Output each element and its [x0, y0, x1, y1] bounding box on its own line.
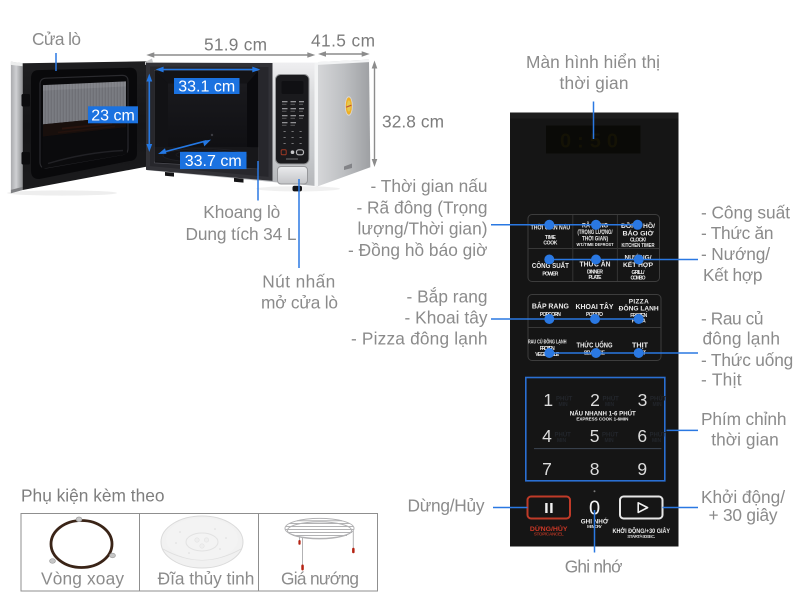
svg-text:41.5 cm: 41.5 cm [311, 30, 375, 50]
svg-text:PHÚT: PHÚT [556, 396, 573, 403]
svg-text:Kết hợp: Kết hợp [703, 265, 763, 285]
svg-text:4: 4 [542, 426, 552, 446]
svg-text:Nút nhấn: Nút nhấn [262, 272, 335, 292]
svg-text:EXPRESS COOK 1-6MIN: EXPRESS COOK 1-6MIN [576, 417, 629, 422]
svg-text:ĐÔNG LẠNH: ĐÔNG LẠNH [619, 304, 659, 313]
svg-text:đông lạnh: đông lạnh [703, 329, 781, 349]
svg-text:PHÚT: PHÚT [650, 396, 667, 403]
svg-text:PHÚT: PHÚT [603, 396, 620, 403]
svg-text:CLOCK/: CLOCK/ [630, 238, 647, 244]
svg-text:STOP/CANCEL: STOP/CANCEL [534, 532, 564, 537]
svg-text:WT./TIME DEFROST: WT./TIME DEFROST [577, 242, 614, 247]
svg-text:MIN: MIN [653, 402, 663, 408]
svg-text:thời gian: thời gian [711, 429, 779, 449]
svg-text:- Công suất: - Công suất [701, 203, 790, 223]
svg-text:PHÚT: PHÚT [602, 431, 619, 438]
svg-text:Dừng/Hủy: Dừng/Hủy [408, 496, 485, 516]
svg-text:32.8 cm: 32.8 cm [382, 112, 444, 132]
svg-text:- Thức ăn: - Thức ăn [701, 223, 774, 243]
svg-text:KHOAI TÂY: KHOAI TÂY [576, 302, 614, 311]
svg-text:- Thịt: - Thịt [701, 369, 742, 389]
svg-text:THỜI GIAN): THỜI GIAN) [582, 235, 608, 243]
svg-text:RAU CỦ ĐÔNG LẠNH: RAU CỦ ĐÔNG LẠNH [528, 338, 567, 346]
svg-text:2: 2 [590, 390, 600, 410]
svg-text:PHÚT: PHÚT [650, 431, 667, 438]
svg-text:- Khoai tây: - Khoai tây [405, 307, 488, 327]
svg-text:Cửa lò: Cửa lò [32, 29, 81, 49]
svg-text:- Nướng/: - Nướng/ [701, 244, 770, 264]
svg-text:Khoang lò: Khoang lò [203, 202, 280, 222]
svg-text:- Pizza đông lạnh: - Pizza đông lạnh [351, 328, 488, 348]
svg-text:MIN: MIN [605, 438, 615, 444]
svg-text:KHỞI ĐỘNG/+30 GIÂY: KHỞI ĐỘNG/+30 GIÂY [613, 526, 671, 535]
svg-text:DINNER: DINNER [587, 270, 603, 276]
svg-text:33.1 cm: 33.1 cm [178, 79, 235, 96]
svg-text:mở cửa lò: mở cửa lò [261, 293, 338, 313]
svg-text:6: 6 [637, 426, 647, 446]
svg-text:- Thời gian nấu: - Thời gian nấu [371, 176, 488, 196]
svg-text:+ 30 giây: + 30 giây [709, 505, 778, 525]
svg-text:- Rã đông (Trọng: - Rã đông (Trọng [357, 197, 488, 217]
svg-text:1: 1 [543, 390, 553, 410]
svg-text:Phụ kiện kèm theo: Phụ kiện kèm theo [21, 486, 165, 506]
svg-text:THỊT: THỊT [632, 343, 649, 350]
svg-text:5: 5 [590, 426, 600, 446]
svg-text:BÁO GIỜ: BÁO GIỜ [623, 229, 655, 238]
svg-text:MIN: MIN [605, 402, 615, 408]
svg-text:CÔNG SUẤT: CÔNG SUẤT [532, 260, 570, 270]
svg-text:lượng/Thời gian): lượng/Thời gian) [358, 219, 488, 239]
svg-text:BẮP RANG: BẮP RANG [532, 302, 570, 311]
svg-text:Ghi nhớ: Ghi nhớ [565, 557, 623, 577]
svg-text:- Thức uống: - Thức uống [701, 350, 793, 370]
svg-text:PLATE: PLATE [589, 275, 603, 281]
svg-text:MIN: MIN [557, 438, 567, 444]
svg-text:8: 8 [590, 459, 600, 479]
svg-text:(TRỌNG LƯỢNG/: (TRỌNG LƯỢNG/ [578, 230, 613, 236]
svg-text:33.7 cm: 33.7 cm [185, 153, 242, 170]
svg-text:Khởi động/: Khởi động/ [701, 487, 785, 507]
svg-text:MIN: MIN [652, 438, 662, 444]
svg-text:TIME: TIME [545, 235, 557, 241]
svg-text:Phím chỉnh: Phím chỉnh [701, 409, 787, 429]
svg-text:- Bắp rang: - Bắp rang [407, 287, 488, 307]
svg-text:Vòng xoay: Vòng xoay [41, 569, 124, 589]
svg-text:Dung tích 34 L: Dung tích 34 L [186, 224, 297, 244]
svg-text:Màn hình hiển thị: Màn hình hiển thị [526, 52, 660, 72]
svg-text:0:50: 0:50 [560, 131, 624, 153]
svg-text:THỨC UỐNG: THỨC UỐNG [577, 340, 613, 350]
svg-text:3: 3 [638, 390, 648, 410]
svg-text:START/+30SEC.: START/+30SEC. [627, 534, 655, 539]
svg-text:Giá nướng: Giá nướng [281, 569, 359, 589]
svg-text:0: 0 [589, 498, 600, 520]
svg-text:51.9 cm: 51.9 cm [204, 34, 267, 54]
svg-text:23 cm: 23 cm [91, 108, 135, 125]
svg-text:KITCHEN TIMER: KITCHEN TIMER [622, 243, 655, 249]
svg-text:NẤU NHANH 1-6 PHÚT: NẤU NHANH 1-6 PHÚT [570, 407, 636, 417]
svg-text:POWER: POWER [542, 272, 558, 278]
svg-text:- Rau củ: - Rau củ [701, 308, 764, 328]
svg-text:GRILL/: GRILL/ [632, 270, 646, 276]
svg-text:COMBO: COMBO [631, 276, 646, 282]
svg-text:- Đồng hồ báo giờ: - Đồng hồ báo giờ [348, 240, 488, 260]
svg-text:PIZZA: PIZZA [629, 299, 649, 306]
svg-text:thời gian: thời gian [560, 73, 629, 93]
svg-text:9: 9 [637, 459, 647, 479]
svg-text:DỪNG/HỦY: DỪNG/HỦY [530, 524, 568, 533]
svg-text:7: 7 [542, 459, 552, 479]
svg-text:MIN: MIN [559, 402, 569, 408]
svg-text:COOK: COOK [543, 241, 557, 247]
svg-text:Đĩa thủy tinh: Đĩa thủy tinh [158, 569, 255, 589]
svg-text:PHÚT: PHÚT [555, 431, 572, 438]
